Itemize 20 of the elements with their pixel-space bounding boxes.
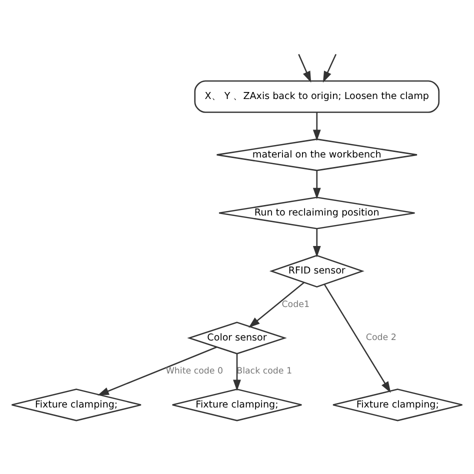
edge-label: Code 2 xyxy=(366,333,396,344)
node-diamond: material on the workbench xyxy=(216,138,418,172)
node-diamond: Run to reclaiming position xyxy=(218,196,416,230)
arrow xyxy=(322,54,337,83)
arrow xyxy=(298,54,312,83)
node-diamond: RFID sensor xyxy=(269,254,364,288)
node-diamond: Fixture clamping; xyxy=(172,388,302,422)
node-diamond: Color sensor xyxy=(187,322,287,354)
arrow xyxy=(248,282,304,328)
edge-label: Code1 xyxy=(282,300,310,310)
edge-label: Black code 1 xyxy=(236,366,292,377)
arrow xyxy=(312,170,321,200)
arrow xyxy=(98,346,217,396)
node-box: X、 Y 、ZAxis back to origin; Loosen the clamp xyxy=(194,80,440,113)
arrow xyxy=(312,112,321,141)
arrow xyxy=(233,354,241,392)
edge-label: White code 0 xyxy=(166,366,224,377)
arrow xyxy=(312,228,321,258)
arrow xyxy=(324,284,391,393)
node-diamond: Fixture clamping; xyxy=(332,388,463,422)
